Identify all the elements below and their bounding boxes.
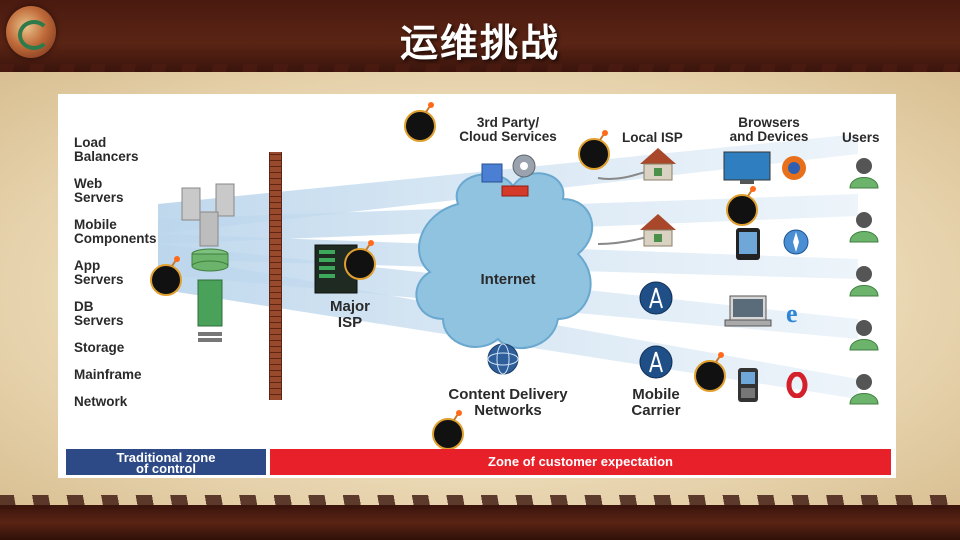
logo-icon	[6, 6, 56, 58]
house-icon-2	[640, 214, 676, 247]
laptop-icon	[724, 295, 772, 327]
svg-text:e: e	[786, 299, 798, 326]
label-network: Network	[74, 394, 128, 409]
label-local-isp: Local ISP	[622, 130, 683, 145]
user-icon-5	[849, 374, 879, 405]
feature-phone-icon	[738, 368, 758, 402]
user-icon-1	[849, 158, 879, 189]
ie-icon: e	[786, 299, 798, 326]
bottom-band	[0, 495, 960, 540]
opera-icon	[786, 372, 808, 398]
server-stack-icon	[181, 183, 235, 342]
cell-tower-icon	[639, 281, 673, 315]
firewall-wall	[269, 152, 282, 400]
user-icon-4	[849, 320, 879, 351]
cell-tower-icon-2	[639, 345, 673, 379]
cloud-services-icon	[481, 154, 536, 197]
bomb-icon	[578, 130, 610, 170]
label-users: Users	[842, 130, 880, 145]
zone-customer-expectation: Zone of customer expectation	[270, 449, 891, 475]
bomb-icon	[432, 410, 464, 450]
safari-icon	[783, 229, 809, 255]
globe-icon	[487, 343, 519, 375]
smartphone-icon	[736, 228, 760, 260]
house-icon	[640, 148, 676, 181]
firefox-icon	[782, 156, 806, 180]
label-storage: Storage	[74, 340, 125, 355]
bomb-icon	[150, 256, 182, 296]
bomb-icon	[726, 186, 758, 226]
label-mainframe: Mainframe	[74, 367, 142, 382]
label-third-party: 3rd Party/Cloud Services	[459, 115, 557, 144]
bomb-icon	[344, 240, 376, 280]
slide-title: 运维挑战	[399, 21, 560, 65]
user-icon-2	[849, 212, 879, 243]
bomb-icon	[694, 352, 726, 392]
user-icon-3	[849, 266, 879, 297]
monitor-icon	[723, 151, 771, 184]
bomb-icon	[404, 102, 436, 142]
label-internet: Internet	[480, 271, 536, 288]
